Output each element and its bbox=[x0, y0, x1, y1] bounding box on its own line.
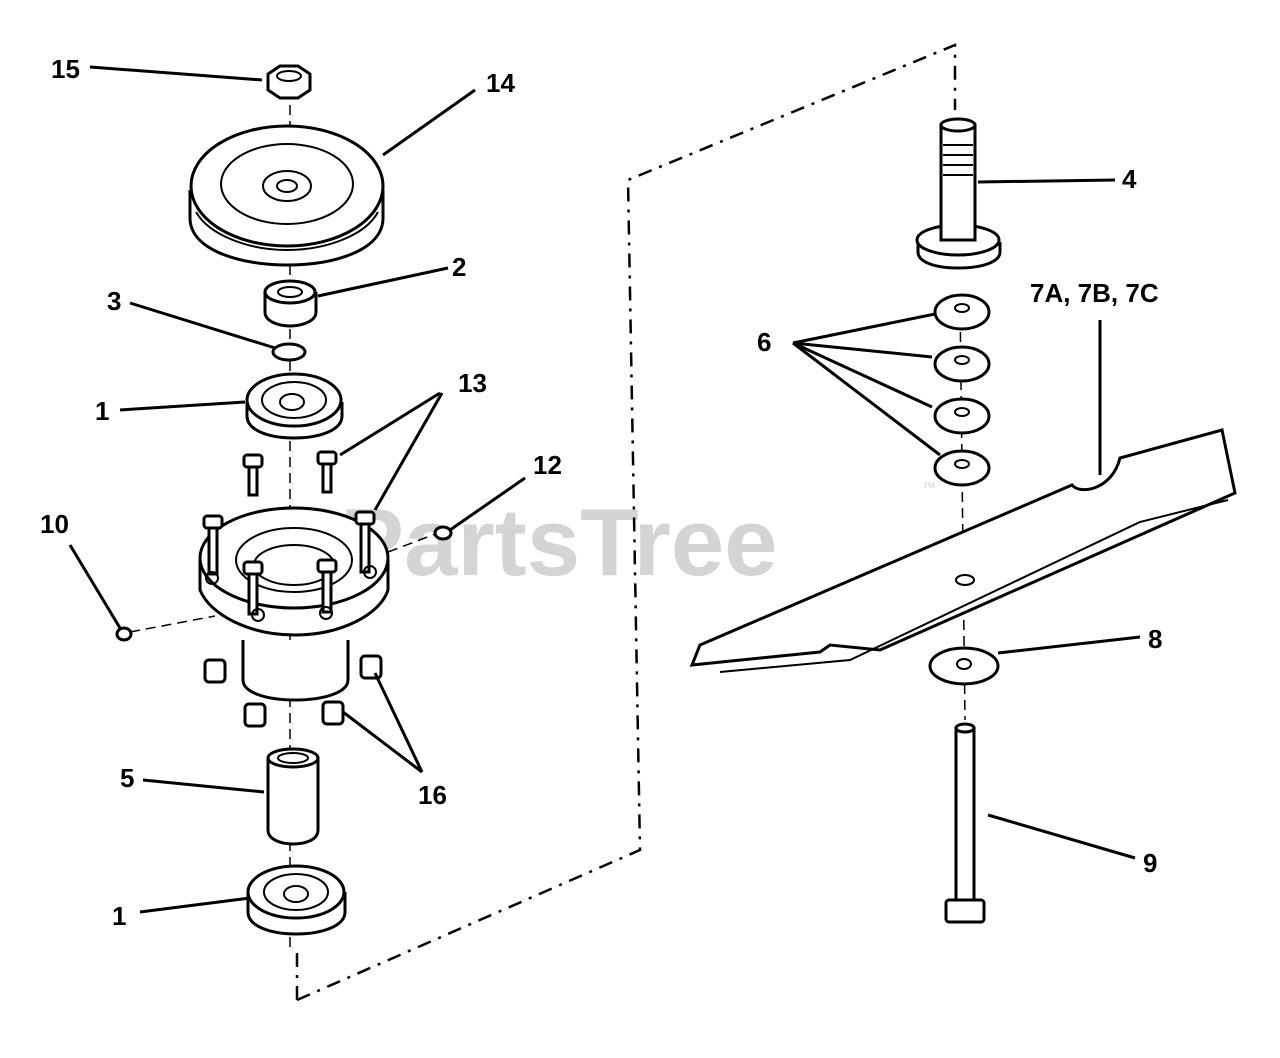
callout-16: 16 bbox=[418, 780, 447, 810]
part-2-bushing bbox=[263, 279, 318, 328]
part-14-pulley bbox=[188, 124, 385, 267]
part-10-plug bbox=[115, 626, 133, 642]
callout-6: 6 bbox=[757, 327, 771, 357]
assembly-connector-line bbox=[295, 43, 957, 1002]
callout-3: 3 bbox=[107, 286, 121, 316]
callout-12: 12 bbox=[533, 450, 562, 480]
callout-4: 4 bbox=[1122, 164, 1137, 194]
callout-1-top: 1 bbox=[95, 396, 109, 426]
part-3-washer bbox=[271, 342, 307, 362]
part-5-spacer bbox=[266, 747, 320, 846]
part-15-nut bbox=[266, 64, 312, 100]
callout-15: 15 bbox=[51, 54, 80, 84]
callout-14: 14 bbox=[486, 68, 515, 98]
callout-8: 8 bbox=[1148, 624, 1162, 654]
part-9-bolt bbox=[944, 722, 986, 924]
part-8-washer bbox=[928, 646, 1000, 686]
part-13-bolts bbox=[242, 450, 338, 497]
part-1-bearing-top bbox=[245, 372, 344, 440]
watermark-trademark: ™ bbox=[922, 479, 936, 495]
part-1-bearing-bottom bbox=[246, 864, 347, 936]
part-7-blade bbox=[689, 428, 1237, 673]
part-6-washers bbox=[933, 293, 991, 487]
callout-7: 7A, 7B, 7C bbox=[1030, 278, 1159, 308]
callout-1-bottom: 1 bbox=[112, 901, 126, 931]
callout-10: 10 bbox=[40, 509, 69, 539]
spindle-housing bbox=[198, 506, 390, 702]
leader-lines bbox=[68, 65, 1141, 914]
part-4-spindle-shaft bbox=[915, 117, 1002, 270]
grease-axis bbox=[129, 532, 439, 633]
callout-5: 5 bbox=[120, 763, 134, 793]
callout-9: 9 bbox=[1143, 848, 1157, 878]
watermark-text: PartsTree bbox=[340, 489, 778, 596]
part-12-grease-fitting bbox=[433, 525, 453, 541]
callout-13: 13 bbox=[458, 368, 487, 398]
callout-2: 2 bbox=[452, 252, 466, 282]
